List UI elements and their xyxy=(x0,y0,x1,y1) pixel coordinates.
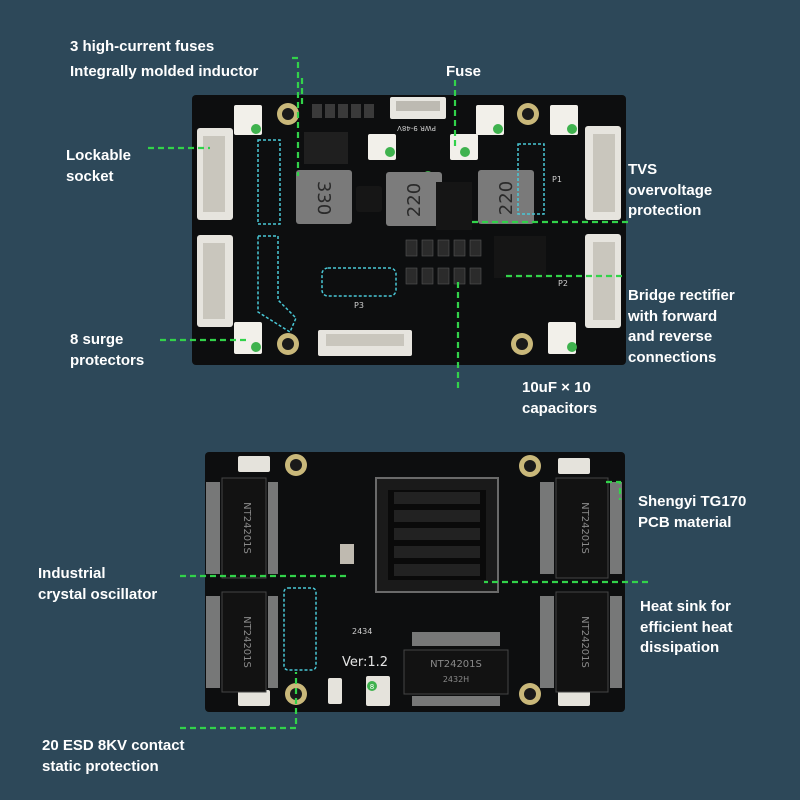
callout-text-line: Bridge rectifier xyxy=(628,287,735,304)
top-header-connector xyxy=(390,97,446,119)
callout-text-line: with forward xyxy=(628,307,718,325)
callout-lockable-socket: Lockable socket xyxy=(66,146,131,187)
silk-p3: P3 xyxy=(354,301,364,310)
callout-text-line: protection xyxy=(628,202,702,219)
callout-text-line: 20 ESD 8KV contact xyxy=(42,737,185,754)
transformer-part: NT24201S xyxy=(241,502,252,554)
callout-text-line: 10uF × 10 xyxy=(522,379,591,396)
lockable-socket-right xyxy=(585,126,621,328)
integrally-molded-inductor xyxy=(296,170,534,226)
inductor-mark: 330 xyxy=(313,181,334,215)
callout-text-line: efficient heat xyxy=(640,618,733,636)
transformer-part: NT24201S xyxy=(241,616,252,668)
silk-power: PWR 9-48V xyxy=(397,124,436,132)
callout-pcb-material: Shengyi TG170 PCB material xyxy=(638,492,746,533)
callout-text-line: capacitors xyxy=(522,399,598,417)
callout-capacitors: 10uF × 10 capacitors xyxy=(522,378,597,419)
capacitor-small xyxy=(356,186,382,212)
fuses xyxy=(312,104,374,118)
callout-fuse-text: Fuse xyxy=(446,63,482,80)
callout-text-line: dissipation xyxy=(640,639,720,656)
silk-p1: P1 xyxy=(552,175,562,184)
bridge-rectifier xyxy=(494,236,546,278)
callout-text-line: Heat sink for xyxy=(640,598,731,615)
lockable-socket xyxy=(197,128,233,327)
callout-text-line: crystal oscillator xyxy=(38,585,158,603)
callout-fuse: Fuse xyxy=(446,62,481,83)
transformer-date: 2432H xyxy=(443,675,469,684)
heat-sink xyxy=(388,490,486,580)
led-number: 8 xyxy=(370,683,374,691)
small-mark: 2434 xyxy=(352,627,372,636)
callout-inductor-text: Integrally molded inductor xyxy=(70,63,259,80)
callout-surge-protectors: 8 surge protectors xyxy=(70,330,144,371)
callout-text-line: and reverse xyxy=(628,328,713,345)
top-power-board: PWR 9-48V P1 P2 P3 xyxy=(192,95,626,365)
callout-inductor: Integrally molded inductor xyxy=(70,62,258,83)
callout-text-line: connections xyxy=(628,348,717,366)
led-pad xyxy=(238,456,590,706)
callout-esd-protection: 20 ESD 8KV contact static protection xyxy=(42,736,185,777)
callout-text-line: PCB material xyxy=(638,513,732,531)
callout-text-line: Lockable xyxy=(66,147,132,164)
callout-bridge-rectifier: Bridge rectifier with forward and revers… xyxy=(628,286,735,368)
transformer-part: NT24201S xyxy=(579,616,590,668)
leader-lines xyxy=(148,56,648,730)
network-transformer xyxy=(221,477,609,695)
led-marker xyxy=(367,681,377,691)
inductor-mark: 220 xyxy=(496,181,517,215)
transformer-part: NT24201S xyxy=(579,502,590,554)
callout-text-line: static protection xyxy=(42,757,159,775)
callout-tvs: TVS overvoltage protection xyxy=(628,160,712,222)
mounting-hole xyxy=(285,454,541,705)
bottom-connector xyxy=(318,330,412,356)
tvs-diode xyxy=(436,182,472,230)
callout-text-line: Industrial xyxy=(38,565,106,582)
bottom-network-board: 8 NT24201S NT24201S NT24201S NT24201S NT… xyxy=(205,452,625,712)
callout-text-line: 8 surge xyxy=(70,331,124,348)
silk-p2: P2 xyxy=(558,279,568,288)
callout-text-line: Shengyi TG170 xyxy=(638,493,747,510)
transformer-pins xyxy=(206,482,622,706)
callout-text-line: TVS xyxy=(628,161,658,178)
callout-fuses-text: 3 high-current fuses xyxy=(70,38,215,55)
capacitor-array xyxy=(405,239,482,285)
callout-heat-sink: Heat sink for efficient heat dissipation xyxy=(640,597,733,659)
inductor-mark: 220 xyxy=(404,183,425,217)
version-silk: Ver:1.2 xyxy=(342,655,388,670)
transformer-part: NT24201S xyxy=(430,659,482,670)
mounting-hole xyxy=(277,103,539,355)
callout-fuses: 3 high-current fuses xyxy=(70,37,214,58)
callout-text-line: protectors xyxy=(70,351,145,369)
highlight-outlines xyxy=(257,139,545,334)
ic-chip xyxy=(304,132,348,164)
crystal-oscillator xyxy=(340,544,354,564)
callout-crystal-oscillator: Industrial crystal oscillator xyxy=(38,564,157,605)
esd-outlines xyxy=(283,587,317,671)
callout-text-line: socket xyxy=(66,167,114,185)
callout-text-line: overvoltage xyxy=(628,181,713,199)
